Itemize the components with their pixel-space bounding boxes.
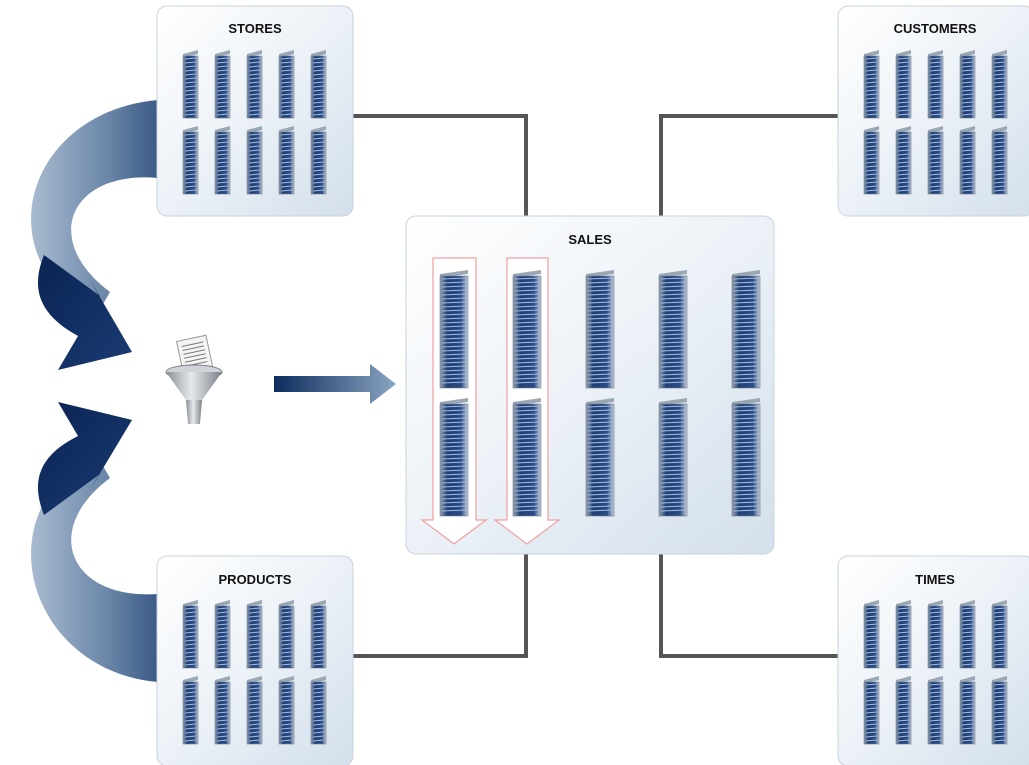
stores-partitions — [182, 50, 327, 195]
partition-block — [278, 676, 295, 745]
times-partitions — [863, 600, 1008, 745]
partition-block — [731, 270, 761, 389]
partition-block — [246, 126, 263, 195]
partition-block — [182, 600, 199, 669]
partition-block — [959, 126, 976, 195]
partition-block — [927, 676, 944, 745]
stores-feed-arrow — [31, 100, 158, 370]
partition-block — [214, 600, 231, 669]
partition-block — [927, 50, 944, 119]
partition-block — [214, 50, 231, 119]
table-products: PRODUCTS — [156, 555, 354, 765]
stores-label: STORES — [228, 21, 282, 36]
partition-block — [959, 50, 976, 119]
partition-block — [214, 676, 231, 745]
partition-block — [439, 398, 469, 517]
partition-block — [182, 676, 199, 745]
connector-stores-sales — [352, 114, 528, 216]
partition-block — [927, 600, 944, 669]
partition-block — [182, 126, 199, 195]
partition-block — [278, 126, 295, 195]
partition-block — [310, 676, 327, 745]
filter-funnel-icon — [165, 334, 223, 424]
partition-block — [512, 270, 542, 389]
partition-block — [895, 50, 912, 119]
partition-block — [991, 126, 1008, 195]
products-feed-arrow — [31, 402, 158, 682]
partition-block — [310, 600, 327, 669]
partition-block — [214, 126, 231, 195]
partition-block — [310, 126, 327, 195]
partition-block — [658, 398, 688, 517]
products-arrow-head-icon — [37, 402, 133, 515]
partition-block — [246, 600, 263, 669]
partition-block — [927, 126, 944, 195]
partition-block — [991, 600, 1008, 669]
stores-arrow-head-icon — [37, 255, 133, 370]
connectors — [352, 114, 838, 658]
customers-partitions — [863, 50, 1008, 195]
times-label: TIMES — [915, 572, 955, 587]
partition-block — [246, 676, 263, 745]
partition-block — [246, 50, 263, 119]
sales-partitions — [439, 270, 761, 517]
connector-products-sales — [352, 554, 528, 658]
partition-block — [863, 676, 880, 745]
partition-block — [658, 270, 688, 389]
partition-block — [863, 600, 880, 669]
products-partitions — [182, 600, 327, 745]
products-label: PRODUCTS — [219, 572, 292, 587]
sales-label: SALES — [568, 232, 612, 247]
partition-block — [959, 676, 976, 745]
partition-block — [278, 50, 295, 119]
partition-block — [863, 126, 880, 195]
partition-block — [278, 600, 295, 669]
partition-block — [991, 676, 1008, 745]
partition-block — [863, 50, 880, 119]
partition-block — [895, 126, 912, 195]
table-customers: CUSTOMERS — [837, 5, 1029, 217]
partition-block — [991, 50, 1008, 119]
table-stores: STORES — [156, 5, 354, 217]
connector-customers-sales — [659, 114, 838, 216]
partition-block — [959, 600, 976, 669]
partition-block — [585, 398, 615, 517]
partition-block — [895, 600, 912, 669]
partition-block — [731, 398, 761, 517]
partition-block — [512, 398, 542, 517]
partition-block — [310, 50, 327, 119]
partition-block — [182, 50, 199, 119]
table-times: TIMES — [837, 555, 1029, 765]
connector-times-sales — [659, 554, 838, 658]
partition-block — [439, 270, 469, 389]
right-arrow-icon — [274, 364, 396, 404]
customers-label: CUSTOMERS — [894, 21, 977, 36]
table-sales: SALES — [405, 215, 775, 555]
partition-block — [585, 270, 615, 389]
partition-block — [895, 676, 912, 745]
